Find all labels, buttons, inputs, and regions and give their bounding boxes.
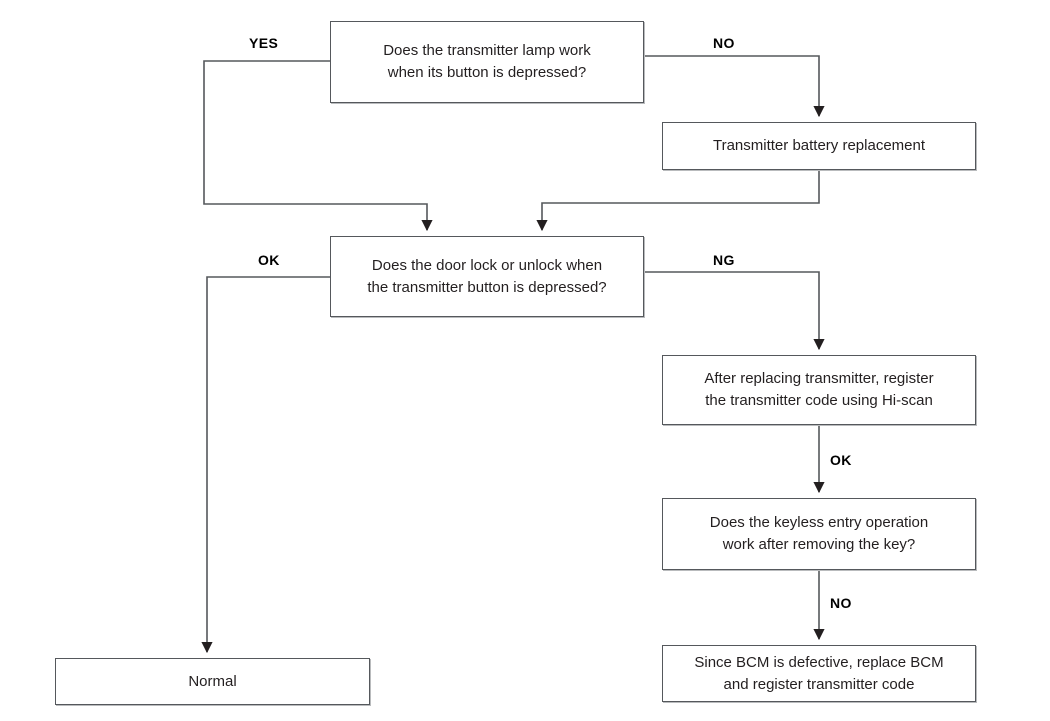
edge-label-ng-doorlock: NG bbox=[713, 252, 735, 268]
edge-doorlock-ng-to-register bbox=[644, 271, 825, 351]
decision-transmitter-lamp[interactable]: Does the transmitter lamp work when its … bbox=[330, 21, 644, 103]
edge-battery-to-doorlock bbox=[536, 170, 820, 232]
action-transmitter-battery-replacement[interactable]: Transmitter battery replacement bbox=[662, 122, 976, 170]
action-replace-bcm[interactable]: Since BCM is defective, replace BCM and … bbox=[662, 645, 976, 702]
edge-label-no-keyless: NO bbox=[830, 595, 852, 611]
edge-label-no-lamp: NO bbox=[713, 35, 735, 51]
decision-door-lock-unlock[interactable]: Does the door lock or unlock when the tr… bbox=[330, 236, 644, 317]
edge-label-ok-doorlock: OK bbox=[258, 252, 280, 268]
edge-label-ok-register: OK bbox=[830, 452, 852, 468]
edge-label-yes-lamp: YES bbox=[249, 35, 279, 51]
action-register-transmitter-code[interactable]: After replacing transmitter, register th… bbox=[662, 355, 976, 425]
edge-doorlock-ok-to-normal bbox=[201, 276, 330, 654]
terminal-normal[interactable]: Normal bbox=[55, 658, 370, 705]
decision-keyless-entry-operation[interactable]: Does the keyless entry operation work af… bbox=[662, 498, 976, 570]
edge-lamp-no-to-battery bbox=[644, 55, 825, 118]
